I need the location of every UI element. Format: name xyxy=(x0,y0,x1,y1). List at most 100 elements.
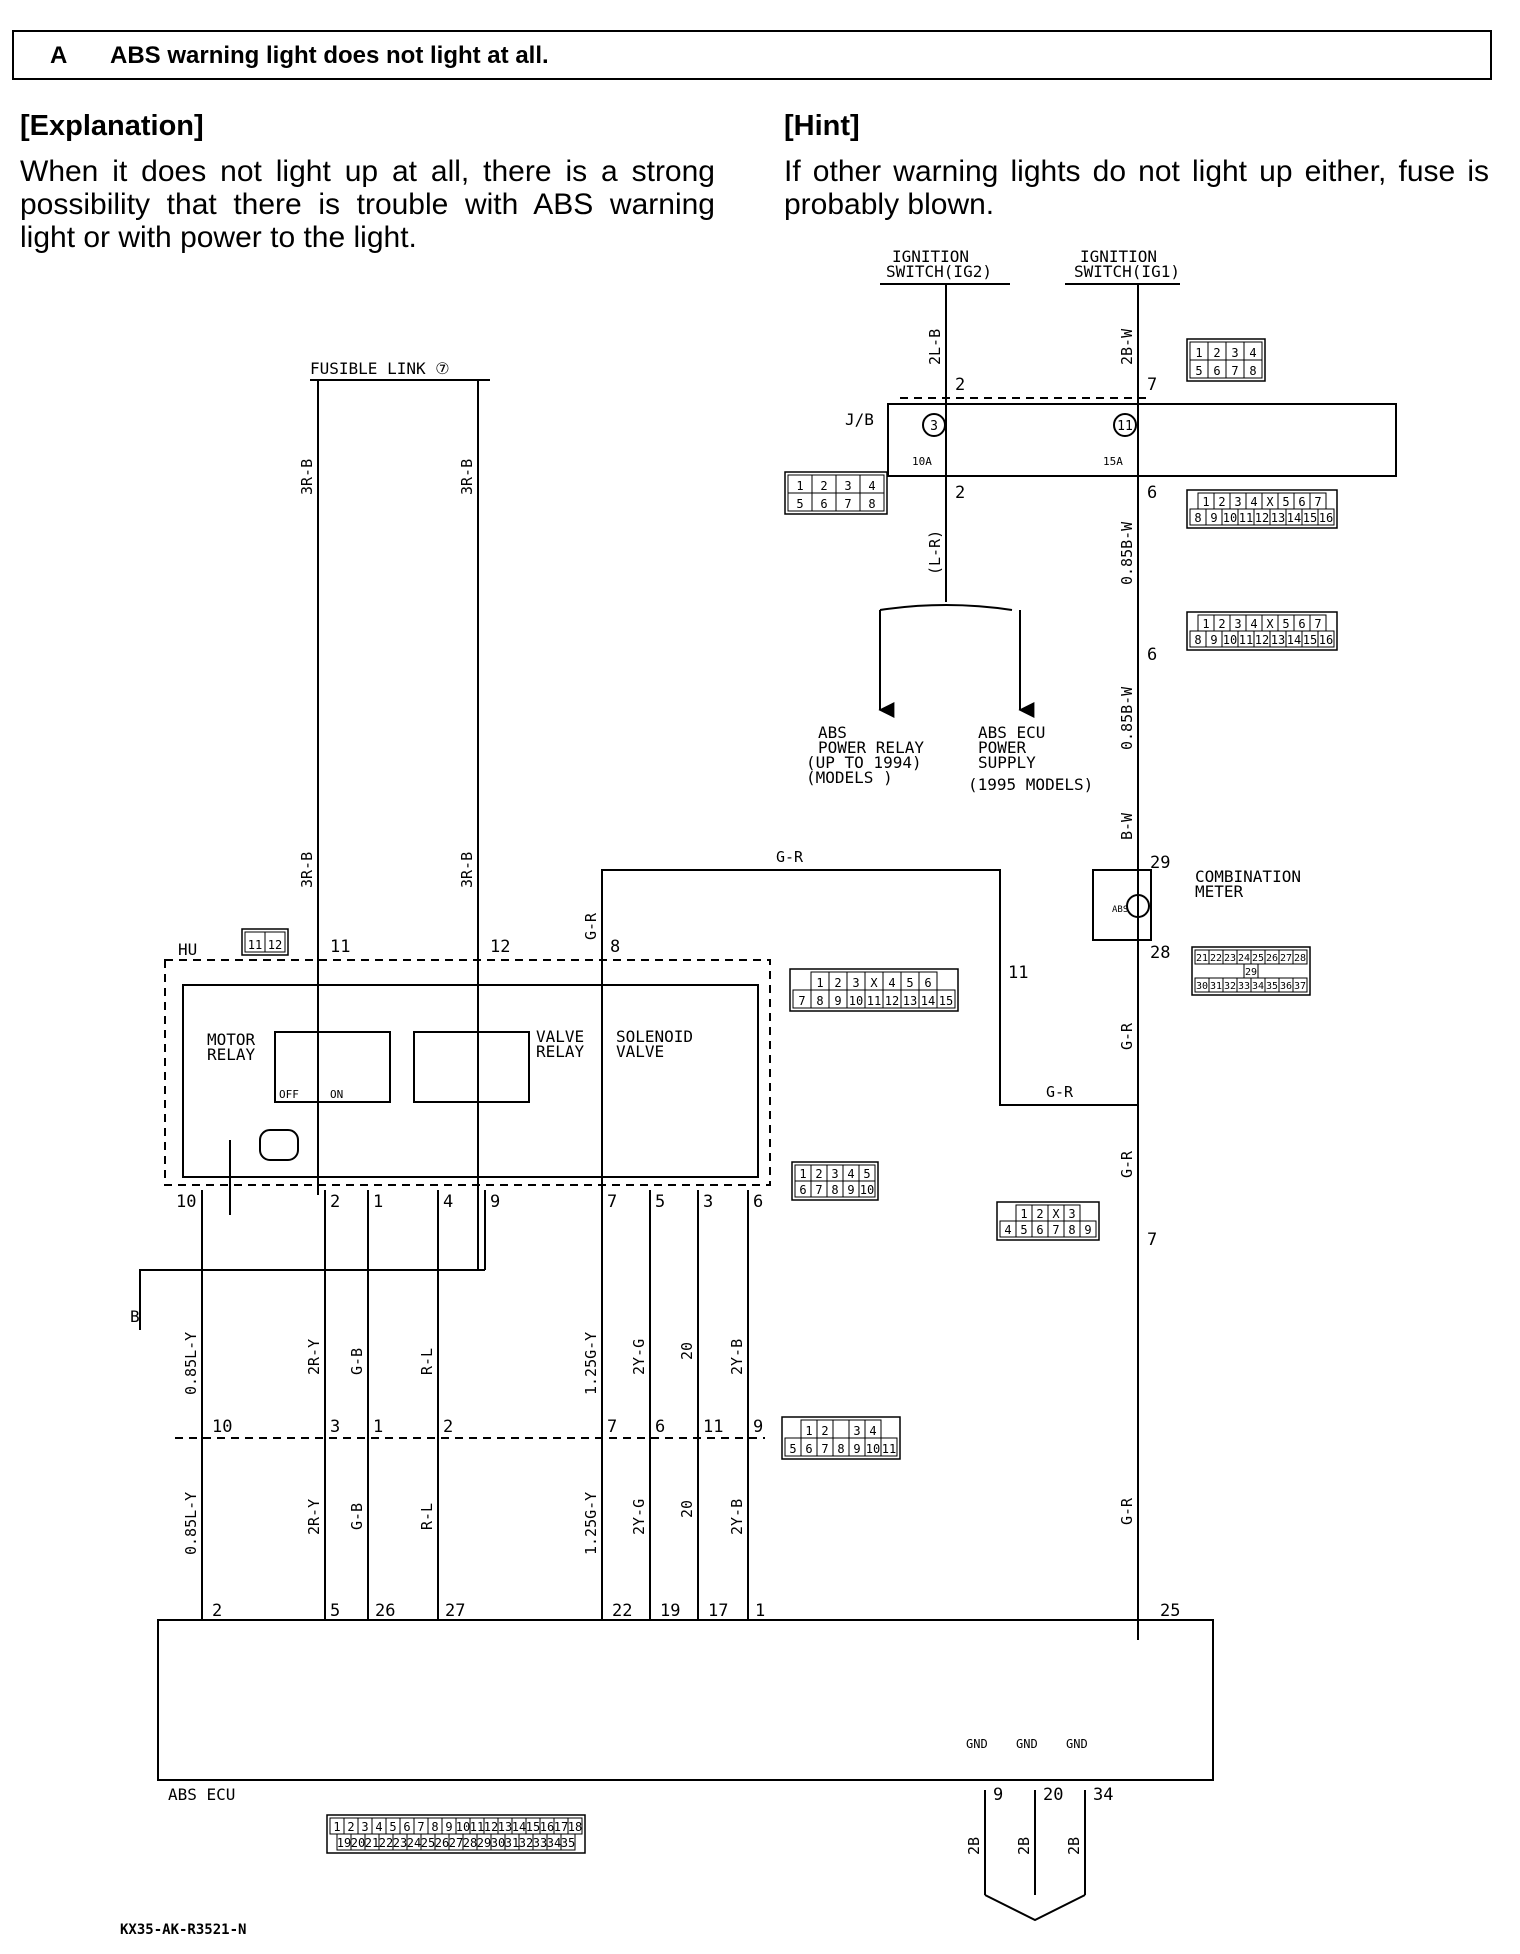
connector-pin: 11 xyxy=(1239,511,1253,525)
connector-pin: 35 xyxy=(1266,981,1278,992)
connector-pin: 1 xyxy=(333,1820,340,1834)
connector-pin: 16 xyxy=(540,1820,554,1834)
combination-meter-2: METER xyxy=(1195,882,1244,901)
ign-ig1-1: IGNITION xyxy=(1080,247,1157,266)
solenoid-valve-1: SOLENOID xyxy=(616,1027,693,1046)
fuse-badge-circle xyxy=(1113,413,1137,437)
connector-pin: 8 xyxy=(816,994,823,1008)
pin-mid: 6 xyxy=(655,1417,665,1437)
connector-pin: 1 xyxy=(805,1424,812,1438)
connector-pin: 10 xyxy=(1223,511,1237,525)
pin-ecu: 22 xyxy=(612,1601,632,1621)
connector-pin: 12 xyxy=(484,1820,498,1834)
connector-pin: 6 xyxy=(805,1442,812,1456)
connector-pin: 2 xyxy=(834,976,841,990)
fuse-badge-circle xyxy=(922,413,946,437)
connector-pin: 22 xyxy=(379,1836,393,1850)
connector-pin: 3 xyxy=(1234,617,1241,631)
wire-2ry-b: 2R-Y xyxy=(305,1499,323,1535)
connector-pin: 5 xyxy=(789,1442,796,1456)
connector-pin: 18 xyxy=(568,1820,582,1834)
connector-pin: 3 xyxy=(844,479,851,493)
connector-pin: 29 xyxy=(1245,967,1257,978)
connector-pin: 3 xyxy=(852,976,859,990)
connector-pin: 7 xyxy=(417,1820,424,1834)
connector-pin: 28 xyxy=(463,1836,477,1850)
connector-pin: 3 xyxy=(1231,346,1238,360)
connector-pin: 1 xyxy=(1195,346,1202,360)
pin-ecu: 27 xyxy=(445,1601,465,1621)
connector-pin: X xyxy=(1052,1207,1060,1221)
pin-hu-bottom: 4 xyxy=(443,1192,453,1212)
hint-section: [Hint] If other warning lights do not li… xyxy=(784,110,1489,221)
gnd-merge xyxy=(984,1894,1086,1922)
connector-pin: 9 xyxy=(853,1442,860,1456)
connector-pin: 8 xyxy=(1194,633,1201,647)
wire-gr-m2: G-R xyxy=(1118,1150,1136,1178)
hu-label: HU xyxy=(178,940,197,959)
pin-hu11: 11 xyxy=(330,937,350,957)
pin-ecu: 2 xyxy=(212,1601,222,1621)
wire-lr: (L-R) xyxy=(926,530,944,575)
hint-body: If other warning lights do not light up … xyxy=(784,155,1489,221)
connector-pin: 3 xyxy=(1068,1207,1075,1221)
connector-pin: 5 xyxy=(863,1167,870,1181)
connector-pin: 30 xyxy=(1196,981,1208,992)
pin-hu-bottom: 6 xyxy=(753,1192,763,1212)
gnd-1: GND xyxy=(966,1737,988,1751)
abs-power-relay-3: (UP TO 1994) xyxy=(806,753,922,772)
ign-ig2-1: IGNITION xyxy=(892,247,969,266)
header-title: ABS warning light does not light at all. xyxy=(110,42,549,69)
fuse-badge-fuse_a_num: 3 xyxy=(930,419,938,434)
connector-pin: 11 xyxy=(248,938,262,952)
pin-mid: 10 xyxy=(212,1417,232,1437)
wire-3rb-3: 3R-B xyxy=(298,852,316,888)
wire-3rb-4: 3R-B xyxy=(458,852,476,888)
connector-pin: 8 xyxy=(831,1183,838,1197)
connector-pin: 5 xyxy=(796,497,803,511)
wire-gr-m1: G-R xyxy=(1118,1022,1136,1050)
pin-ecu: 26 xyxy=(375,1601,395,1621)
wire-rl-a: R-L xyxy=(418,1348,436,1375)
connector-pin: 6 xyxy=(820,497,827,511)
wire-2yb-a: 2Y-B xyxy=(728,1339,746,1375)
pin-mid: 3 xyxy=(330,1417,340,1437)
connector-pin: 16 xyxy=(1319,633,1333,647)
connector-pin: 23 xyxy=(1224,953,1236,964)
connector-pin: 3 xyxy=(853,1424,860,1438)
pin-ecu25: 25 xyxy=(1160,1601,1180,1621)
connector-pin: 28 xyxy=(1294,953,1306,964)
pin-jb6: 6 xyxy=(1147,483,1157,503)
connector-pin: 2 xyxy=(815,1167,822,1181)
connector-pin: 8 xyxy=(1249,364,1256,378)
pin-hu-bottom: 7 xyxy=(607,1192,617,1212)
connector-pin: 6 xyxy=(1298,617,1305,631)
connector-pin: 24 xyxy=(407,1836,421,1850)
motor-relay-box xyxy=(274,1031,391,1103)
footer-code: KX35-AK-R3521-N xyxy=(120,1922,247,1938)
connector-pin: 6 xyxy=(403,1820,410,1834)
wire-2ry-a: 2R-Y xyxy=(305,1339,323,1375)
abs-ecu-box xyxy=(157,1619,1214,1781)
abs-ecu-label: ABS ECU xyxy=(168,1785,235,1804)
connector-pin: 5 xyxy=(1282,495,1289,509)
connector-pin: 13 xyxy=(1271,633,1285,647)
fusible-link: FUSIBLE LINK ⑦ xyxy=(310,359,450,378)
connector-pin: 10 xyxy=(456,1820,470,1834)
connector-pin: 37 xyxy=(1294,981,1306,992)
fuse-badge-fuse_b_num: 11 xyxy=(1117,419,1133,434)
connector-pin: 7 xyxy=(1231,364,1238,378)
connector-pin: 9 xyxy=(834,994,841,1008)
connector-pin: 4 xyxy=(1250,617,1257,631)
connector-pin: 13 xyxy=(903,994,917,1008)
connector-pin: 14 xyxy=(1287,511,1301,525)
connector-pin: 14 xyxy=(512,1820,526,1834)
wire-2b-3: 2B xyxy=(1065,1837,1083,1855)
pin-mid: 7 xyxy=(607,1417,617,1437)
connector-pin: 4 xyxy=(1249,346,1256,360)
connector-pin: 27 xyxy=(449,1836,463,1850)
connector-pin: 4 xyxy=(1004,1223,1011,1237)
wire-085bw-b: 0.85B-W xyxy=(1118,686,1136,750)
